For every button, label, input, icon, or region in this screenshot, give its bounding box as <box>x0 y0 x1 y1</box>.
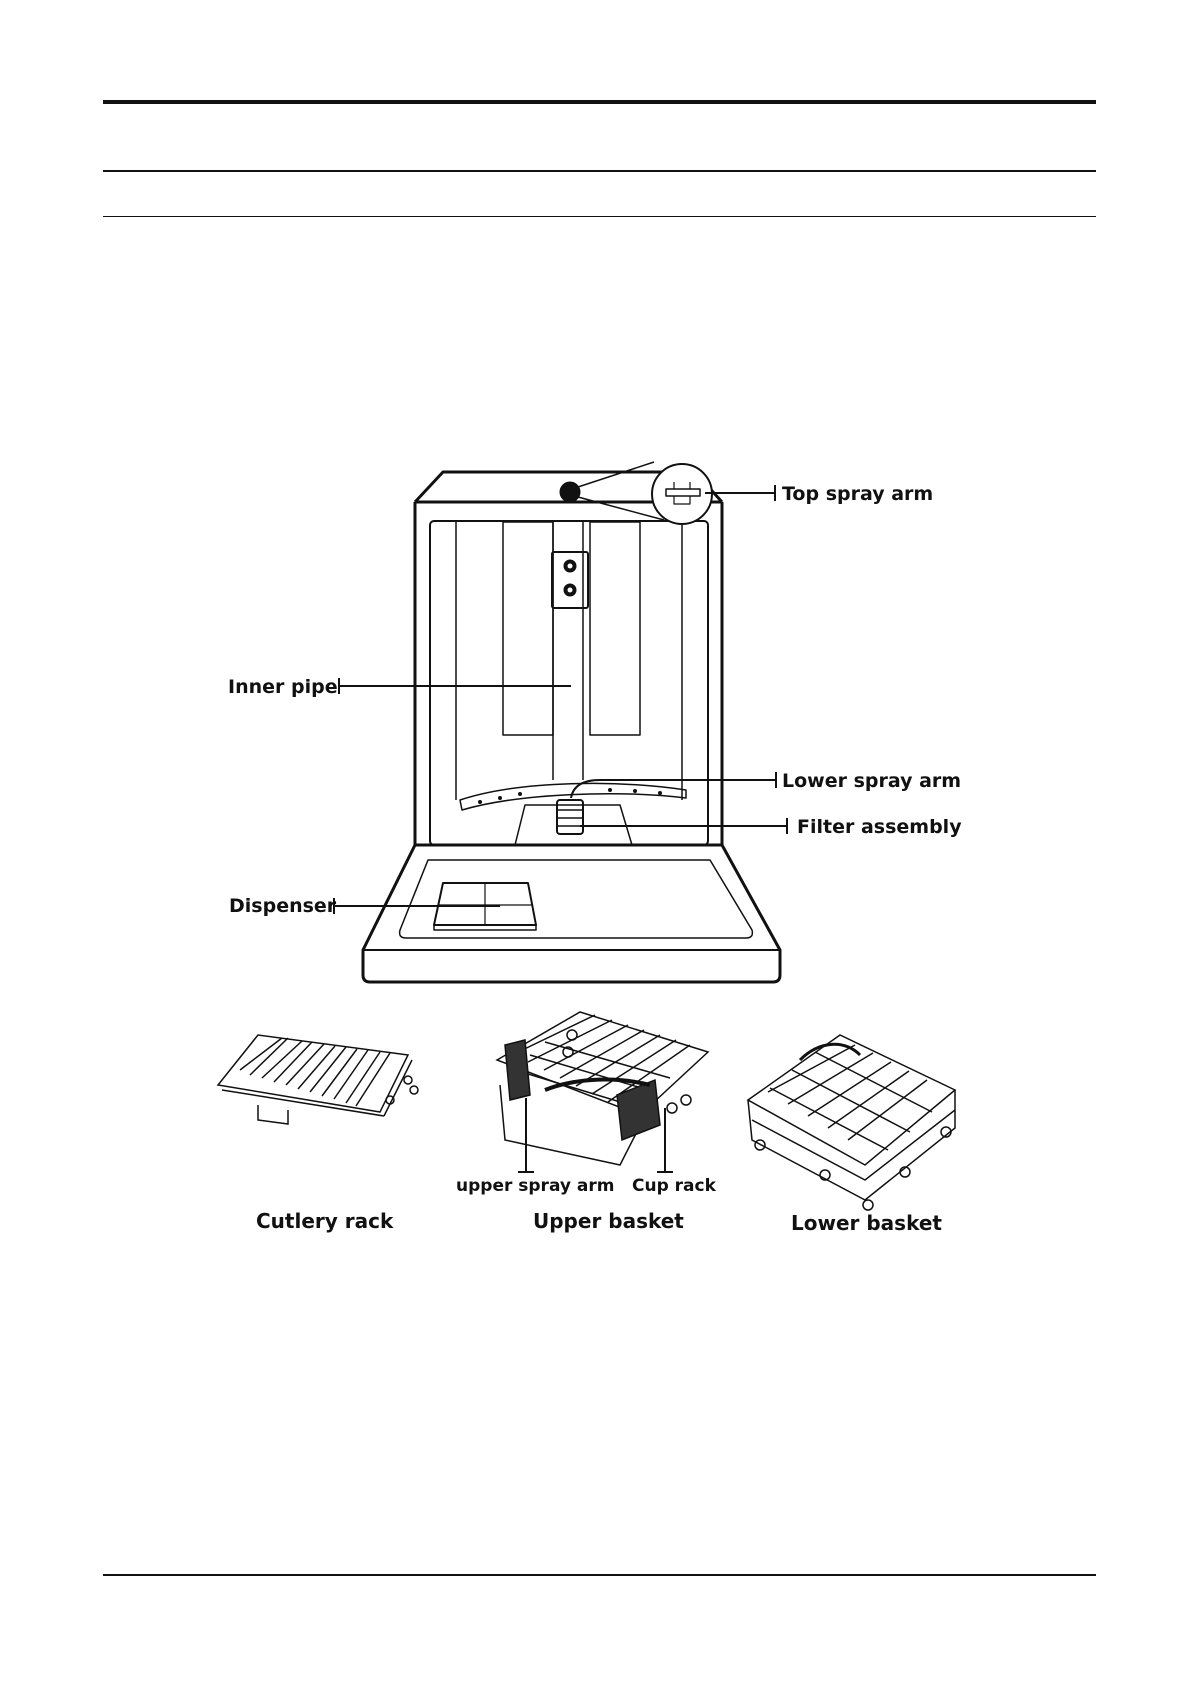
filter-assembly-label: Filter assembly <box>797 816 962 838</box>
cutlery-rack-caption: Cutlery rack <box>256 1209 394 1233</box>
upper-basket-caption: Upper basket <box>533 1209 684 1233</box>
top-spray-arm-label: Top spray arm <box>782 483 933 505</box>
lower-basket-illustration <box>748 1035 955 1210</box>
lower-spray-arm-label: Lower spray arm <box>782 770 961 792</box>
footer-rule <box>103 1574 1096 1576</box>
upper-spray-arm-label: upper spray arm <box>456 1176 614 1196</box>
inner-pipe-label: Inner pipe <box>228 676 338 698</box>
lower-basket-caption: Lower basket <box>791 1211 942 1235</box>
dishwasher-illustration <box>363 462 780 982</box>
upper-basket-illustration <box>497 1012 708 1165</box>
cutlery-rack-illustration <box>218 1035 418 1124</box>
cup-rack-label: Cup rack <box>632 1176 717 1196</box>
dispenser-label: Dispenser <box>229 895 337 917</box>
